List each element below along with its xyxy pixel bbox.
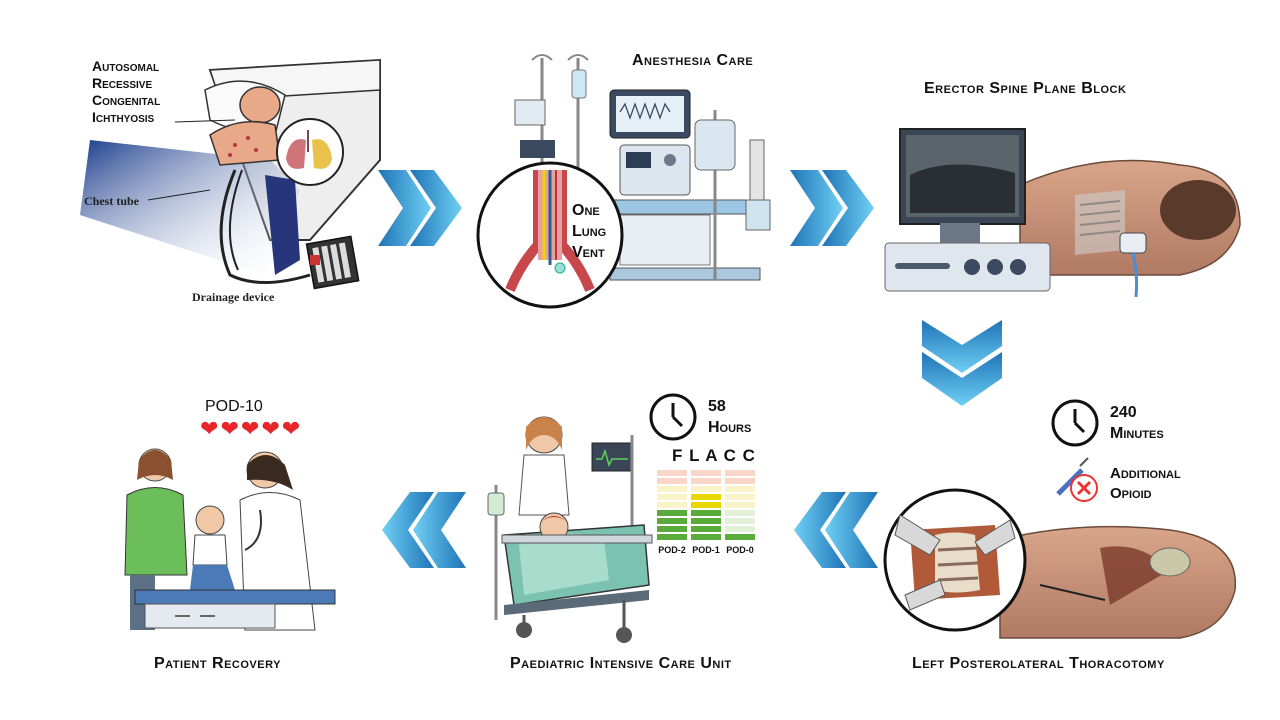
arrow-left-2 (378, 490, 468, 570)
recovery-title: Patient Recovery (154, 655, 281, 672)
panel-espb (880, 115, 1250, 305)
drainage-device-label: Drainage device (192, 290, 275, 304)
flacc-day-label: POD-2 (658, 545, 686, 555)
opioid-line: Additional (1110, 465, 1181, 482)
panel-anesthesia (470, 50, 780, 320)
clock-icon (1050, 398, 1100, 448)
anesthesia-title: Anesthesia Care (632, 52, 754, 69)
recovery-illustration (124, 448, 336, 631)
panel-thoracotomy (880, 480, 1250, 655)
picu-illustration (487, 416, 653, 643)
hearts-row: ❤ ❤ ❤ ❤ ❤ (200, 416, 300, 442)
ichthyosis-title-line: Recessive (92, 75, 153, 91)
picu-clock-icon (648, 392, 698, 442)
flacc-column-pod2 (657, 470, 687, 540)
flacc-column-pod1 (691, 470, 721, 540)
ichthyosis-title-line: Autosomal (92, 58, 160, 74)
olv-line: Lung (572, 223, 607, 240)
flacc-bars (655, 468, 760, 544)
one-lung-vent-label: One Lung Vent (572, 200, 606, 263)
panel-picu (484, 405, 659, 650)
picu-duration-value: 58 (708, 398, 726, 415)
ichthyosis-title: Autosomal Recessive Congenital Ichthyosi… (92, 58, 160, 126)
additional-opioid-label: Additional Opioid (1110, 464, 1181, 504)
arrow-left-1 (790, 490, 880, 570)
thoracotomy-illustration (883, 488, 1237, 639)
duration-value: 240 (1110, 404, 1137, 421)
flacc-day-label: POD-0 (726, 545, 754, 555)
duration-unit: Minutes (1110, 425, 1164, 442)
heart-icon: ❤ (240, 416, 260, 441)
anesthesia-illustration (476, 54, 771, 309)
heart-icon: ❤ (261, 416, 280, 441)
espb-title: Erector Spine Plane Block (924, 80, 1127, 97)
ichthyosis-title-line: Ichthyosis (92, 109, 155, 125)
heart-icon: ❤ (220, 416, 239, 441)
olv-line: One (572, 202, 600, 219)
opioid-line: Opioid (1110, 485, 1152, 502)
picu-duration-unit: Hours (708, 419, 752, 436)
arrow-down (920, 318, 1005, 408)
espb-illustration (884, 128, 1241, 298)
ichthyosis-illustration (80, 58, 381, 290)
arrow-right-2 (788, 168, 878, 248)
panel-ichthyosis (60, 40, 400, 320)
heart-icon: ❤ (200, 416, 219, 441)
pod-label: POD-10 (205, 398, 263, 415)
no-opioid-icon (1050, 454, 1100, 504)
olv-line: Vent (572, 244, 605, 261)
heart-icon: ❤ (281, 416, 301, 441)
arrow-right-1 (376, 168, 466, 248)
picu-duration: 58 Hours (708, 396, 751, 438)
thoracotomy-duration: 240 Minutes (1110, 402, 1164, 444)
flacc-day-labels: POD-2 POD-1 POD-0 (655, 545, 760, 555)
flacc-label: F L A C C (672, 446, 756, 465)
chest-tube-label: Chest tube (84, 194, 140, 208)
ichthyosis-title-line: Congenital (92, 92, 161, 108)
thoracotomy-title: Left Posterolateral Thoracotomy (912, 655, 1165, 672)
flacc-column-pod0 (725, 470, 755, 540)
picu-title: Paediatric Intensive Care Unit (510, 655, 732, 672)
flacc-day-label: POD-1 (692, 545, 720, 555)
panel-recovery (115, 440, 340, 635)
